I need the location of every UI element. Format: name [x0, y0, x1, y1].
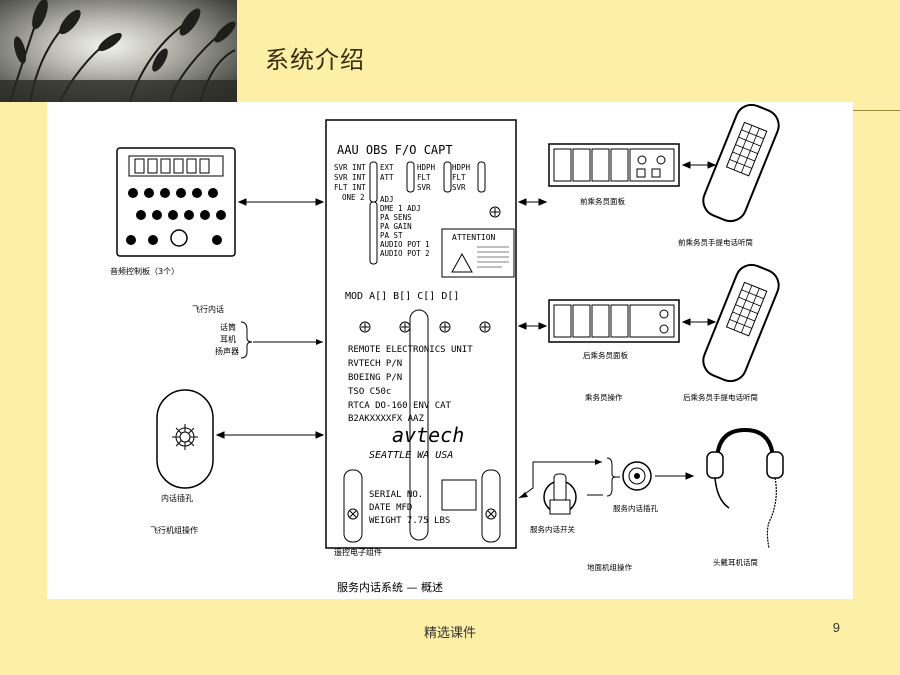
- svg-text:FLT: FLT: [417, 173, 431, 182]
- svg-text:前乘务员手提电话听筒: 前乘务员手提电话听筒: [678, 237, 753, 247]
- svg-text:REMOTE ELECTRONICS UNIT: REMOTE ELECTRONICS UNIT: [348, 345, 473, 355]
- svg-text:EXT: EXT: [380, 163, 394, 172]
- aft-handset: 后乘务员手提电话听筒: [683, 263, 780, 402]
- svg-text:HDPH: HDPH: [417, 163, 436, 172]
- arrow-jack: [215, 431, 325, 439]
- page-number: 9: [832, 620, 840, 635]
- service-interphone-jack: 服务内话插孔: [613, 461, 658, 513]
- audio-control-panel: 音频控制板（3个）: [110, 147, 236, 276]
- svg-text:音频控制板（3个）: 音频控制板（3个）: [110, 266, 179, 276]
- arrow-forward-panel: [517, 161, 717, 206]
- svg-text:RVTECH P/N: RVTECH P/N: [348, 359, 402, 369]
- svg-text:B2AKXXXXFX AAZ: B2AKXXXXFX AAZ: [348, 414, 424, 424]
- svg-text:服务内话插孔: 服务内话插孔: [613, 503, 658, 513]
- svg-text:服务内话开关: 服务内话开关: [530, 524, 575, 534]
- svg-text:PA SENS: PA SENS: [380, 213, 412, 222]
- svg-text:SVR INT: SVR INT: [334, 163, 366, 172]
- svg-text:飞行内话: 飞行内话: [192, 304, 224, 314]
- slide-title: 系统介绍: [265, 46, 365, 74]
- svg-text:WEIGHT 7.75 LBS: WEIGHT 7.75 LBS: [369, 516, 450, 526]
- brand-logo: avtech: [392, 423, 464, 447]
- footer-text: 精选课件: [423, 626, 476, 641]
- attention-label: ATTENTION: [441, 228, 515, 278]
- svg-text:ADJ: ADJ: [380, 195, 394, 204]
- svg-text:TSO C50c: TSO C50c: [348, 387, 391, 397]
- svg-text:耳机: 耳机: [220, 334, 236, 344]
- wheat-banner-image: [0, 0, 237, 102]
- svg-text:SVR: SVR: [452, 183, 466, 192]
- system-overview-diagram: AAU OBS F/O CAPT SVR INT SVR INT FLT INT…: [47, 102, 853, 599]
- svg-text:BOEING P/N: BOEING P/N: [348, 373, 402, 383]
- interphone-jack: 内话插孔 飞行机组操作: [150, 389, 214, 535]
- svg-text:FLT: FLT: [452, 173, 466, 182]
- svg-text:ATTENTION: ATTENTION: [452, 233, 496, 242]
- svg-text:DME 1 ADJ: DME 1 ADJ: [380, 204, 421, 213]
- svg-text:AUDIO POT 2: AUDIO POT 2: [380, 249, 430, 258]
- svg-text:后乘务员面板: 后乘务员面板: [583, 350, 628, 360]
- arrow-service-switch: [518, 457, 620, 499]
- service-interphone-switch: 服务内话开关: [530, 473, 577, 534]
- flight-interphone-group: 飞行内话 话筒 耳机 扬声器: [192, 304, 323, 359]
- svg-text:乘务员操作: 乘务员操作: [585, 392, 623, 402]
- headset: 头戴耳机话筒: [706, 427, 784, 567]
- svg-text:扬声器: 扬声器: [215, 346, 239, 356]
- svg-text:FLT INT: FLT INT: [334, 183, 366, 192]
- unit-header: AAU OBS F/O CAPT: [337, 143, 453, 157]
- svg-text:PA GAIN: PA GAIN: [380, 222, 412, 231]
- svg-text:HDPH: HDPH: [452, 163, 471, 172]
- svg-text:后乘务员手提电话听筒: 后乘务员手提电话听筒: [683, 392, 758, 402]
- svg-text:SVR: SVR: [417, 183, 431, 192]
- svg-text:内话插孔: 内话插孔: [161, 493, 193, 503]
- arrow-aft-panel: [517, 318, 717, 330]
- svg-text:头戴耳机话筒: 头戴耳机话筒: [713, 557, 758, 567]
- svg-text:AUDIO POT 1: AUDIO POT 1: [380, 240, 430, 249]
- svg-text:ONE 2: ONE 2: [342, 193, 365, 202]
- svg-text:SEATTLE WA USA: SEATTLE WA USA: [369, 450, 453, 461]
- ground-ops-label: 地面机组操作: [587, 562, 632, 572]
- mod-row: MOD A[] B[] C[] D[]: [345, 291, 459, 302]
- arrow-service-jack: [655, 472, 695, 480]
- svg-text:ATT: ATT: [380, 173, 394, 182]
- svg-text:PA ST: PA ST: [380, 231, 403, 240]
- svg-text:飞行机组操作: 飞行机组操作: [150, 525, 198, 535]
- diagram-caption: 服务内话系统 — 概述: [337, 580, 443, 594]
- svg-text:SVR INT: SVR INT: [334, 173, 366, 182]
- aft-attendant-panel: 后乘务员面板 乘务员操作: [548, 299, 680, 402]
- arrow-audio-panel: [237, 198, 325, 206]
- svg-text:前乘务员面板: 前乘务员面板: [580, 196, 625, 206]
- forward-handset: 前乘务员手提电话听筒: [678, 103, 780, 247]
- svg-text:RTCA DO-160 ENV CAT: RTCA DO-160 ENV CAT: [348, 401, 452, 411]
- forward-attendant-panel: 前乘务员面板: [548, 143, 680, 206]
- remote-electronics-unit: AAU OBS F/O CAPT SVR INT SVR INT FLT INT…: [325, 119, 517, 557]
- svg-text:DATE MFD: DATE MFD: [369, 503, 412, 513]
- svg-text:SERIAL NO.: SERIAL NO.: [369, 490, 423, 500]
- unit-label: 遥控电子组件: [334, 547, 382, 557]
- svg-text:话筒: 话筒: [220, 322, 236, 332]
